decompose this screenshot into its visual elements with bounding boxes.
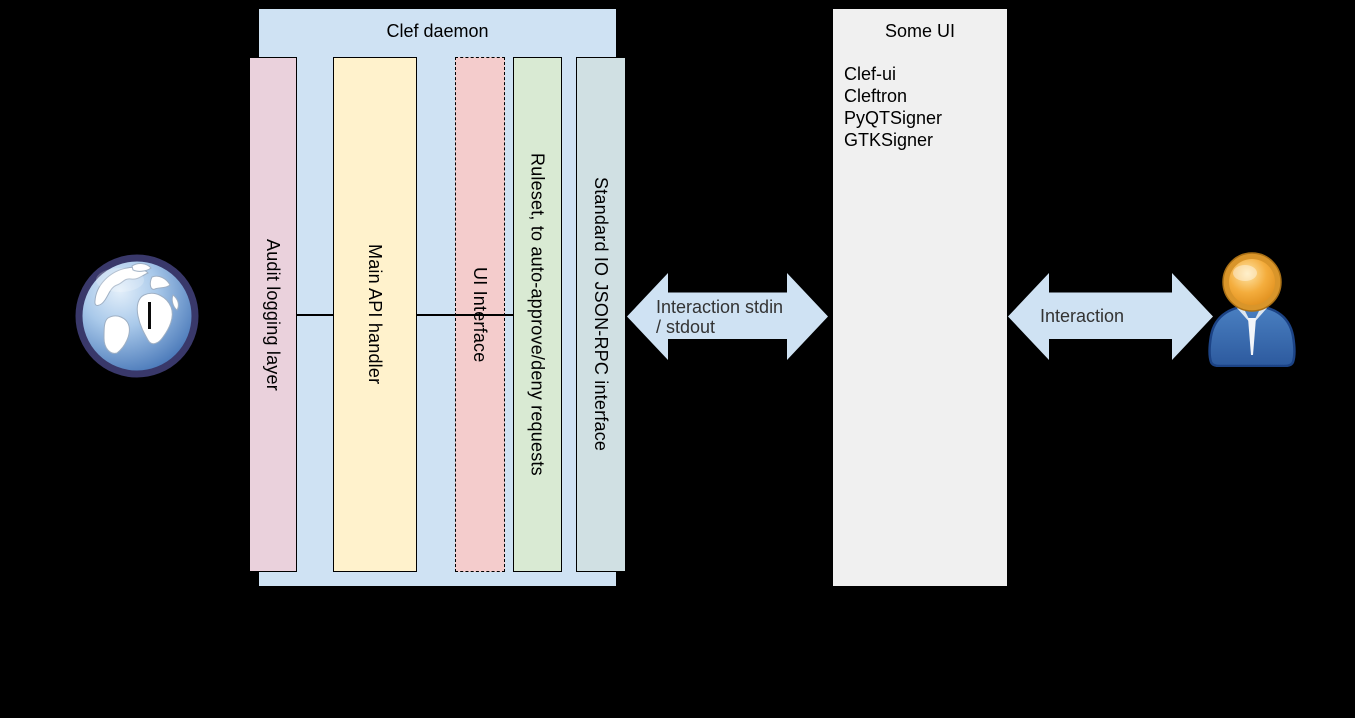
list-item: PyQTSigner [844,108,943,128]
arrow-stdio-label: Interaction stdin / stdout [656,297,783,337]
arrow-stdio-label-line1: Interaction stdin [656,297,784,317]
bar-ruleset: Ruleset, to auto-approve/deny requests [513,57,562,572]
some-ui-list: Clef-ui Cleftron PyQTSigner GTKSigner [844,63,942,151]
arrow-stdio: Interaction stdin / stdout [627,273,828,360]
globe-icon [75,254,199,378]
connector-api-to-ruleset [417,314,513,316]
list-item: Cleftron [844,86,908,106]
bar-ruleset-label: Ruleset, to auto-approve/deny requests [527,153,548,476]
connector-audit-to-api [297,314,333,316]
cursor-mark [148,302,151,329]
list-item: GTKSigner [844,130,934,150]
user-icon [1208,252,1296,367]
bar-stdio-jsonrpc-label: Standard IO JSON-RPC interface [591,177,611,452]
some-ui-box: Some UI Clef-ui Cleftron PyQTSigner GTKS… [832,8,1008,587]
bar-audit-logging: Audit logging layer [249,57,297,572]
bar-stdio-jsonrpc: Standard IO JSON-RPC interface [576,57,626,572]
clef-daemon-box: Clef daemon [258,8,617,587]
double-arrow-icon [627,273,828,360]
arrow-interaction: Interaction [1008,273,1213,360]
bar-main-api-handler-label: Main API handler [365,244,385,385]
arrow-stdio-label-line2: / stdout [656,317,716,337]
double-arrow-icon [1008,273,1213,360]
bar-audit-logging-label: Audit logging layer [263,238,283,391]
bar-main-api-handler: Main API handler [333,57,417,572]
arrow-interaction-label: Interaction [1040,306,1125,326]
clef-daemon-title: Clef daemon [386,21,489,41]
list-item: Clef-ui [844,64,897,84]
some-ui-title: Some UI [884,21,956,41]
